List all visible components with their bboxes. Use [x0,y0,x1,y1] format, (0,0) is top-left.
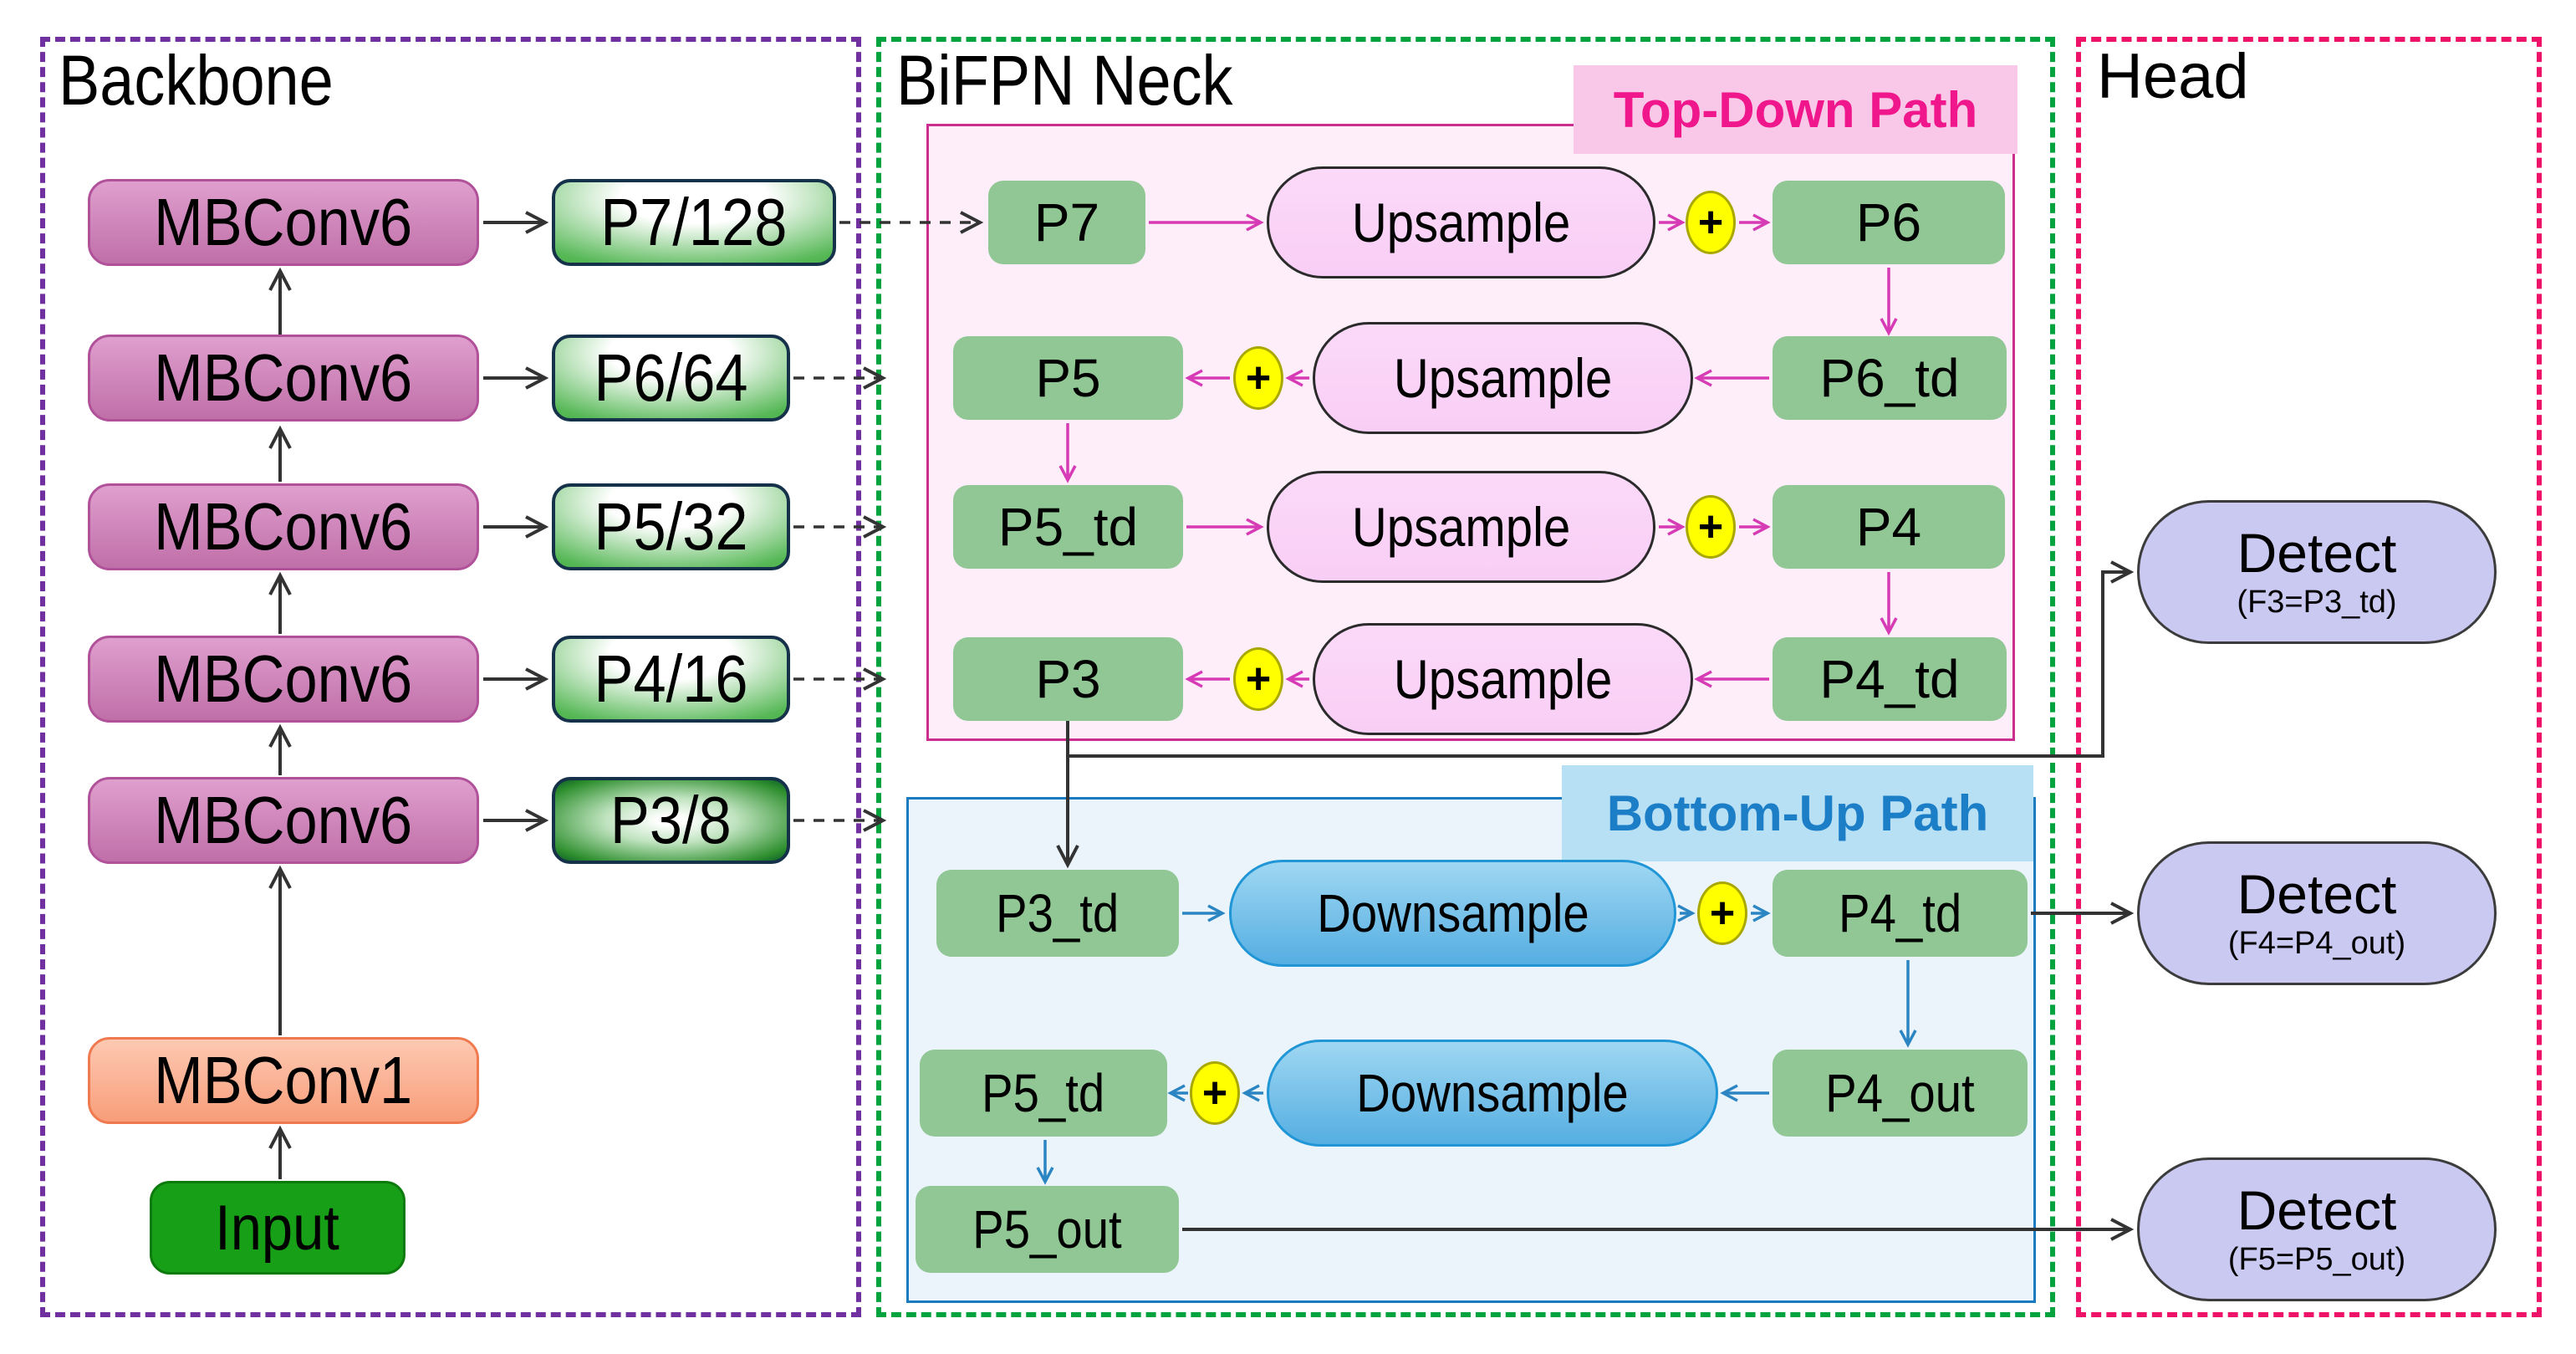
feature-map-label: P3/8 [610,783,732,857]
head-title: Head [2097,43,2249,110]
plus-node: + [1686,191,1736,254]
neck-title: BiFPN Neck [896,43,1278,117]
plus-node: + [1233,647,1283,711]
head-section-frame [2076,37,2542,1317]
bu-node-label: P4_out [1825,1063,1975,1123]
plus-sign: + [1697,503,1724,551]
td-node-p5td: P5_td [953,485,1183,569]
backbone-title-text: Backbone [59,41,334,120]
mbconv1-label: MBConv1 [154,1043,413,1117]
backbone-title: Backbone [59,43,371,117]
plus-sign: + [1245,655,1272,703]
head-title-text: Head [2097,41,2249,112]
upsample-node: Upsample [1313,623,1693,735]
mbconv6-block: MBConv6 [88,636,479,723]
td-node-label: P7 [1033,192,1100,253]
upsample-label: Upsample [1393,648,1613,710]
bu-node-label: P5_out [972,1199,1122,1259]
mbconv6-label: MBConv6 [154,185,413,259]
mbconv6-label: MBConv6 [154,641,413,716]
td-node-label: P6 [1855,192,1922,253]
top-down-path-label: Top-Down Path [1574,65,2017,154]
bu-node-p4td: P4_td [1773,870,2028,957]
feature-map-block: P6/64 [552,335,790,422]
plus-node: + [1697,881,1747,945]
upsample-node: Upsample [1267,166,1655,278]
feature-map-block: P4/16 [552,636,790,723]
td-node-p7: P7 [988,181,1145,264]
bu-node-p3td: P3_td [936,870,1179,957]
bu-node-label: P3_td [996,883,1120,943]
upsample-node: Upsample [1313,322,1693,434]
td-node-p3: P3 [953,637,1183,721]
td-node-label: P4 [1855,497,1922,557]
feature-map-label: P4/16 [594,641,748,716]
upsample-label: Upsample [1351,496,1571,558]
bu-node-p4out: P4_out [1773,1050,2028,1137]
bottom-up-path-label: Bottom-Up Path [1562,765,2033,861]
downsample-label: Downsample [1316,883,1589,943]
plus-sign: + [1697,198,1724,247]
feature-map-block: P3/8 [552,777,790,864]
top-down-path-label-text: Top-Down Path [1613,81,1978,138]
td-node-p6td: P6_td [1773,336,2007,420]
td-node-label: P3 [1035,649,1101,709]
mbconv6-label: MBConv6 [154,783,413,857]
td-node-p5: P5 [953,336,1183,420]
plus-sign: + [1245,354,1272,402]
feature-map-label: P5/32 [594,489,748,564]
mbconv6-block: MBConv6 [88,483,479,570]
upsample-label: Upsample [1393,347,1613,409]
mbconv6-label: MBConv6 [154,489,413,564]
detect-label: Detect [2237,522,2397,585]
detect-sub-label: (F5=P5_out) [2227,1241,2406,1277]
input-label: Input [215,1192,340,1264]
backbone-section-frame [40,37,861,1317]
td-node-label: P6_td [1819,348,1960,408]
upsample-node: Upsample [1267,471,1655,583]
plus-node: + [1686,495,1736,559]
bu-node-label: P5_td [982,1063,1105,1123]
detect-node: Detect (F4=P4_out) [2137,841,2497,985]
td-node-p6: P6 [1773,181,2005,264]
feature-map-label: P6/64 [594,340,748,415]
td-node-label: P4_td [1819,649,1960,709]
neck-title-text: BiFPN Neck [896,41,1233,120]
mbconv6-block: MBConv6 [88,179,479,266]
td-node-label: P5 [1035,348,1101,408]
detect-sub-label: (F3=P3_td) [2237,584,2397,620]
mbconv6-block: MBConv6 [88,335,479,422]
bu-node-p5out: P5_out [916,1186,1179,1273]
plus-node: + [1233,346,1283,410]
bu-node-p5td: P5_td [920,1050,1167,1137]
downsample-label: Downsample [1356,1063,1629,1123]
bu-node-label: P4_td [1838,883,1962,943]
td-node-p4: P4 [1773,485,2005,569]
downsample-node: Downsample [1267,1040,1718,1147]
mbconv6-label: MBConv6 [154,340,413,415]
upsample-label: Upsample [1351,192,1571,253]
feature-map-block: P5/32 [552,483,790,570]
detect-node: Detect (F5=P5_out) [2137,1157,2497,1301]
plus-sign: + [1709,889,1736,938]
mbconv1-block: MBConv1 [88,1037,479,1124]
feature-map-block: P7/128 [552,179,836,266]
detect-label: Detect [2237,863,2397,926]
detect-sub-label: (F4=P4_out) [2227,925,2406,961]
detect-node: Detect (F3=P3_td) [2137,500,2497,644]
input-block: Input [150,1181,406,1275]
feature-map-label: P7/128 [600,185,788,259]
mbconv6-block: MBConv6 [88,777,479,864]
downsample-node: Downsample [1229,860,1676,967]
bottom-up-path-label-text: Bottom-Up Path [1606,785,1989,841]
td-node-label: P5_td [997,497,1139,557]
plus-sign: + [1201,1069,1228,1117]
detect-label: Detect [2237,1179,2397,1242]
td-node-p4td: P4_td [1773,637,2007,721]
plus-node: + [1190,1061,1240,1125]
